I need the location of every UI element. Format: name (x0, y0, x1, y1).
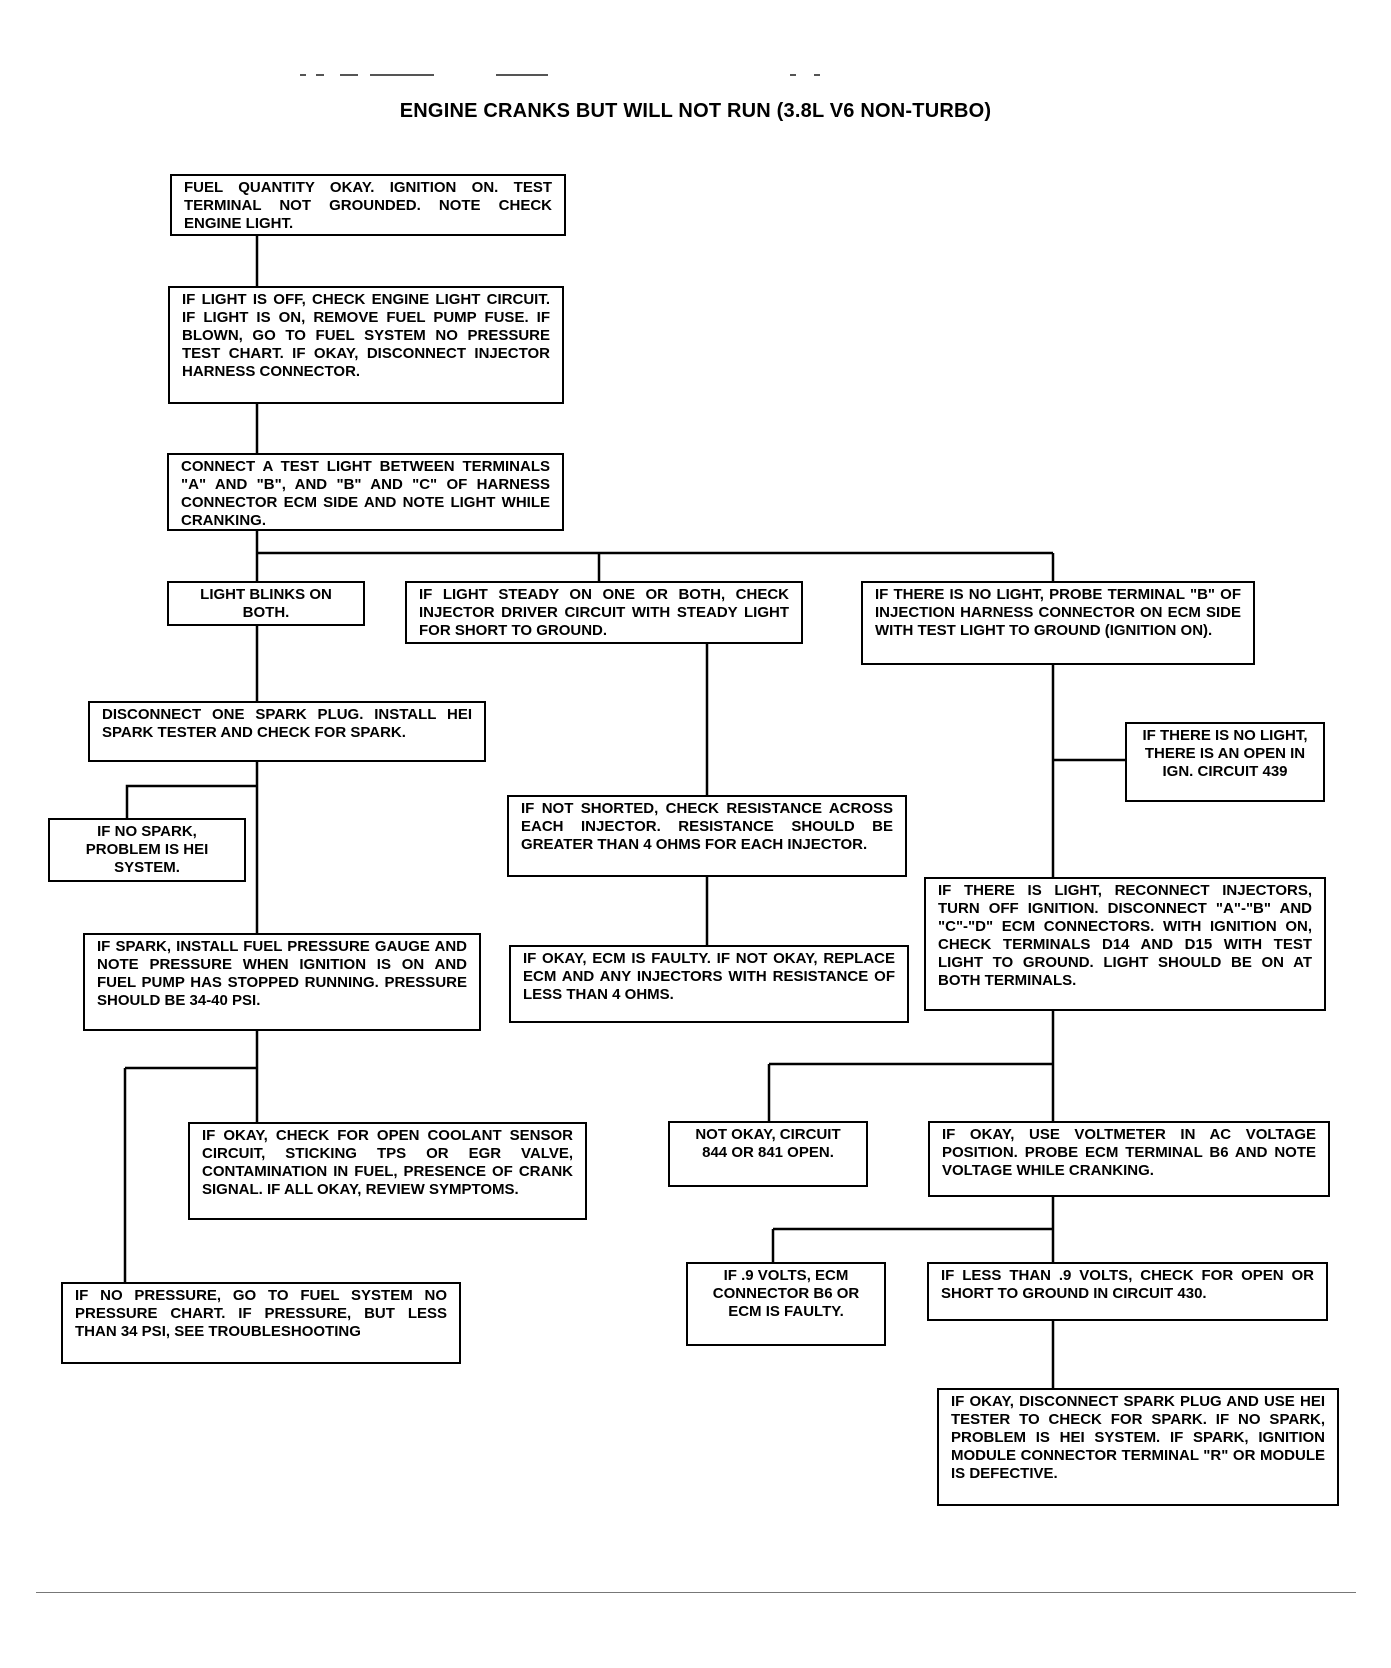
step-check-coolant-sensor: IF OKAY, CHECK FOR OPEN COOLANT SENSOR C… (188, 1122, 587, 1220)
step-install-fuel-pressure-gauge: IF SPARK, INSTALL FUEL PRESSURE GAUGE AN… (83, 933, 481, 1031)
chart-title: ENGINE CRANKS BUT WILL NOT RUN (3.8L V6 … (399, 100, 992, 122)
step-check-injector-resistance: IF NOT SHORTED, CHECK RESISTANCE ACROSS … (507, 795, 907, 877)
step-open-ign-circuit-439: IF THERE IS NO LIGHT, THERE IS AN OPEN I… (1125, 722, 1325, 802)
step-circuit-844-841-open: NOT OKAY, CIRCUIT 844 OR 841 OPEN. (668, 1121, 868, 1187)
step-no-pressure-chart: IF NO PRESSURE, GO TO FUEL SYSTEM NO PRE… (61, 1282, 461, 1364)
step-ecm-connector-b6: IF .9 VOLTS, ECM CONNECTOR B6 OR ECM IS … (686, 1262, 886, 1346)
step-voltmeter-ac: IF OKAY, USE VOLTMETER IN AC VOLTAGE POS… (928, 1121, 1330, 1197)
step-light-blinks: LIGHT BLINKS ON BOTH. (167, 581, 365, 626)
scan-specks (300, 74, 890, 78)
step-no-light-probe: IF THERE IS NO LIGHT, PROBE TERMINAL "B"… (861, 581, 1255, 665)
step-light-steady: IF LIGHT STEADY ON ONE OR BOTH, CHECK IN… (405, 581, 803, 644)
step-check-engine-light: IF LIGHT IS OFF, CHECK ENGINE LIGHT CIRC… (168, 286, 564, 404)
bottom-rule (36, 1592, 1356, 1593)
step-check-circuit-430: IF LESS THAN .9 VOLTS, CHECK FOR OPEN OR… (927, 1262, 1328, 1321)
step-disconnect-spark-plug: DISCONNECT ONE SPARK PLUG. INSTALL HEI S… (88, 701, 486, 762)
step-fuel-quantity-check: FUEL QUANTITY OKAY. IGNITION ON. TEST TE… (170, 174, 566, 236)
step-ecm-faulty: IF OKAY, ECM IS FAULTY. IF NOT OKAY, REP… (509, 945, 909, 1023)
step-no-spark-hei: IF NO SPARK, PROBLEM IS HEI SYSTEM. (48, 818, 246, 882)
step-hei-tester-spark: IF OKAY, DISCONNECT SPARK PLUG AND USE H… (937, 1388, 1339, 1506)
step-connect-test-light: CONNECT A TEST LIGHT BETWEEN TERMINALS "… (167, 453, 564, 531)
step-reconnect-injectors: IF THERE IS LIGHT, RECONNECT INJECTORS, … (924, 877, 1326, 1011)
connector-to-b9 (125, 784, 257, 818)
